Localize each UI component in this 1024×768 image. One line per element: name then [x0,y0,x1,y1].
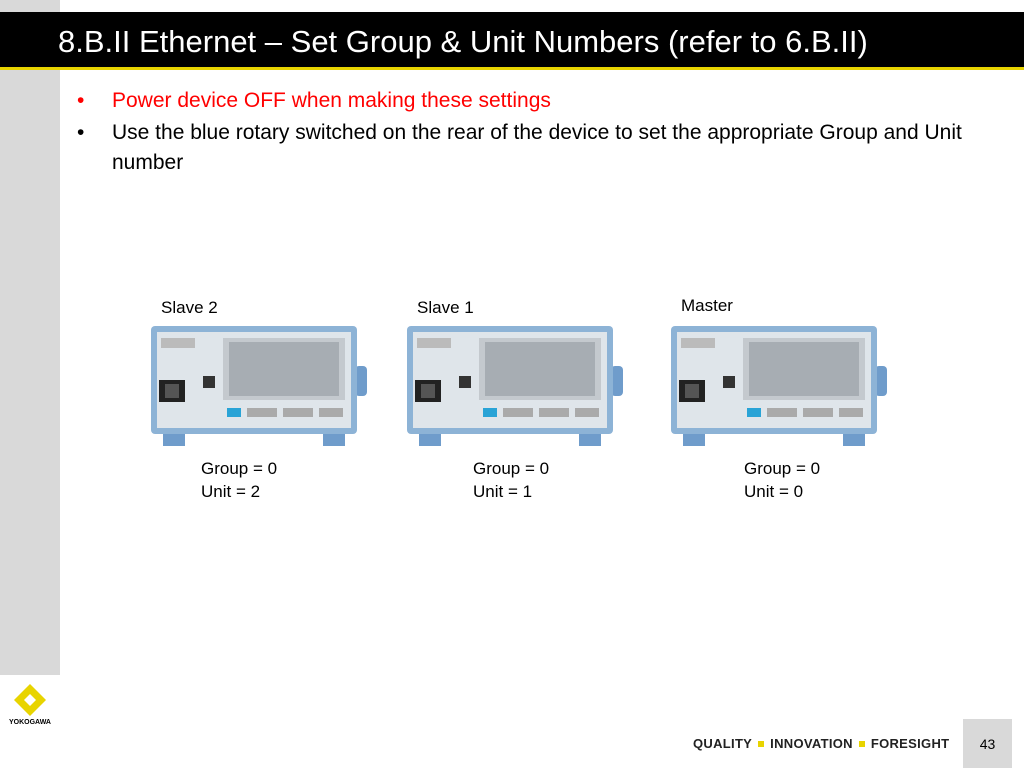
logo-wordmark: YOKOGAWA [8,719,51,726]
device-settings-slave-1: Group = 0 Unit = 1 [473,457,549,503]
device-rear-panel-icon [151,326,367,446]
device-rear-panel-image [671,326,887,446]
bullet-list: • Power device OFF when making these sett… [75,86,1005,180]
device-rear-panel-icon [671,326,887,446]
group-setting: Group = 0 [201,459,278,478]
page-number-box [963,719,1012,768]
separator-square-icon [758,740,765,747]
device-rear-panel-image [151,326,367,446]
title-accent-line [0,67,1024,70]
group-setting: Group = 0 [473,459,550,478]
footer-tagline: QUALITY INNOVATION FORESIGHT [693,736,949,751]
device-rear-panel-image [407,326,623,446]
title-bar [0,12,1024,70]
unit-setting: Unit = 0 [744,482,804,501]
bullet-text: Use the blue rotary switched on the rear… [112,121,962,174]
bullet-item-warning: • Power device OFF when making these sett… [75,86,1005,116]
bullet-text: Power device OFF when making these setti… [112,89,551,112]
device-settings-master: Group = 0 Unit = 0 [744,457,820,503]
device-label-master: Master [681,296,733,315]
left-sidebar-band [0,0,60,675]
page-number: 43 [979,736,996,752]
slide-title: 8.B.II Ethernet – Set Group & Unit Numbe… [58,24,868,59]
device-rear-panel-icon [407,326,623,446]
device-label-slave-1: Slave 1 [417,298,474,317]
separator-square-icon [858,740,865,747]
tagline-word: FORESIGHT [870,736,950,751]
tagline-word: QUALITY [693,736,753,751]
yokogawa-logo-icon [14,684,46,716]
unit-setting: Unit = 2 [201,482,261,501]
bullet-item-instruction: • Use the blue rotary switched on the rea… [75,118,1005,178]
tagline-word: INNOVATION [770,736,853,751]
device-label-slave-2: Slave 2 [161,298,218,317]
group-setting: Group = 0 [744,459,821,478]
bullet-dot-icon: • [77,89,85,112]
bullet-dot-icon: • [77,121,85,144]
unit-setting: Unit = 1 [473,482,533,501]
device-settings-slave-2: Group = 0 Unit = 2 [201,457,277,503]
